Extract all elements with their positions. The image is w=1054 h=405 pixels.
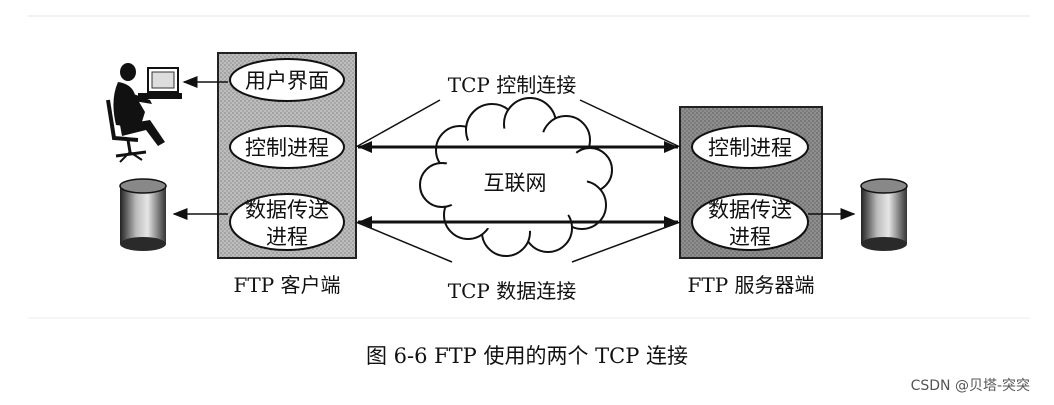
client-ui-process: [229, 58, 345, 102]
server-control-process: [691, 125, 809, 169]
figure-caption: 图 6-6 FTP 使用的两个 TCP 连接: [365, 344, 689, 368]
client-database-icon: [119, 178, 167, 251]
client-control-process: [229, 125, 345, 169]
client-data-process-label-line2: 进程: [266, 225, 308, 249]
data-connection-lines: [355, 221, 681, 263]
server-database-icon: [860, 178, 908, 251]
tcp-data-connection: [358, 216, 678, 228]
client-control-process-label: 控制进程: [245, 136, 329, 160]
server-data-process-label-line2: 进程: [729, 225, 771, 249]
server-data-process-label-line1: 数据传送: [708, 198, 792, 222]
internet-label: 互联网: [484, 171, 547, 195]
ftp-server-label: FTP 服务器端: [687, 273, 814, 297]
tcp-control-connection-label: TCP 控制连接: [448, 73, 576, 97]
tcp-control-connection: [358, 141, 678, 153]
tcp-data-connection-label: TCP 数据连接: [448, 279, 576, 303]
control-connection-lines: [355, 99, 681, 148]
watermark: CSDN @贝塔-突突: [910, 378, 1030, 394]
user-at-computer-icon: [106, 63, 182, 163]
ftp-client-label: FTP 客户端: [233, 273, 340, 297]
client-data-process-label-line1: 数据传送: [245, 198, 329, 222]
server-control-process-label: 控制进程: [708, 136, 792, 160]
client-data-process: [229, 193, 345, 251]
client-ui-process-label: 用户界面: [245, 69, 329, 93]
server-data-process: [691, 193, 809, 251]
